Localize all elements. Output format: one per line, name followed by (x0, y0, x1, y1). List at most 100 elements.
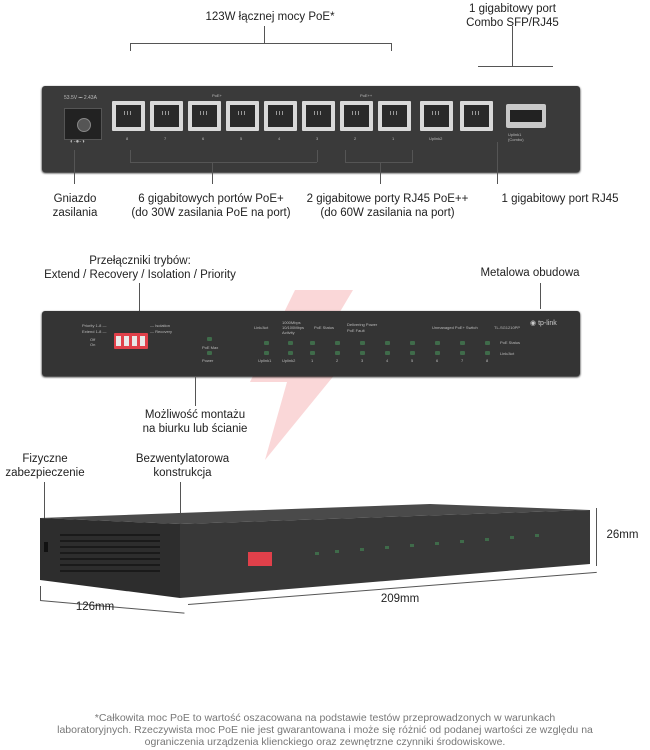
led-port (335, 341, 340, 345)
bracket-line (478, 66, 553, 67)
leader-line (212, 162, 213, 184)
rj45-port-7[interactable] (150, 101, 183, 131)
leader-line (380, 162, 381, 184)
poe-plus-text: PoE+ (212, 93, 222, 98)
legend-delivering: Delivering Power (347, 322, 378, 327)
leader-line (74, 150, 75, 184)
power-text: Power (202, 358, 214, 363)
label-combo-port: 1 gigabitowy port Combo SFP/RJ45 (466, 3, 559, 29)
bracket-line (130, 150, 131, 162)
leader-line (195, 376, 196, 406)
port-number: 7 (164, 136, 167, 141)
led-uplink1-bottom (264, 351, 269, 355)
led-port (485, 341, 490, 345)
power-led (207, 351, 212, 355)
led-port (335, 351, 340, 355)
port-number: 8 (126, 136, 129, 141)
label-fanless: Bezwentylatorowa konstrukcja (135, 453, 230, 479)
poe-max-text: PoE Max (202, 345, 219, 350)
brand-logo: ◉ tp-link (530, 320, 557, 327)
legend-link-act: Link/Act (254, 325, 269, 330)
led-number: 2 (336, 358, 339, 363)
bracket-line (130, 43, 392, 44)
label-mounting: Możliwość montażu na biurku lub ścianie (142, 409, 248, 435)
led-number: 4 (386, 358, 389, 363)
model-text: TL-SG1210PP (494, 325, 521, 330)
legend-poe-fault: PoE Fault (347, 328, 365, 333)
rj45-port-6[interactable] (188, 101, 221, 131)
led-number: 5 (411, 358, 414, 363)
dip-switch-2[interactable] (124, 336, 129, 346)
poe-plusplus-text: PoE++ (360, 93, 373, 98)
bracket-line (130, 162, 317, 163)
legend-10-100: 10/100Mbps (282, 325, 305, 330)
dip-switch-3[interactable] (132, 336, 137, 346)
label-uplink-rj45: 1 gigabitowy port RJ45 (501, 193, 619, 205)
leader-line (44, 482, 45, 522)
leader-line (264, 26, 265, 43)
uplink1-text: Uplink1 (508, 132, 522, 137)
led-port (310, 341, 315, 345)
bracket-line (345, 162, 413, 163)
poe-max-led (207, 337, 212, 341)
dimension-tick (40, 586, 41, 600)
label-poe-plus-ports: 6 gigabitowych portów PoE+ (do 30W zasil… (131, 193, 291, 219)
led-number: 3 (361, 358, 364, 363)
uplink1-label: Uplink1 (258, 358, 272, 363)
label-physical-security: Fizyczne zabezpieczenie (5, 453, 85, 479)
dip-switch-1[interactable] (116, 336, 121, 346)
legend-poe-status: PoE Status (314, 325, 335, 330)
leader-line (497, 142, 498, 184)
leader-line (180, 482, 181, 532)
label-poe-plusplus-ports: 2 gigabitowe porty RJ45 PoE++ (do 60W za… (306, 193, 469, 219)
rj45-port-4[interactable] (264, 101, 297, 131)
rj45-port-8[interactable] (112, 101, 145, 131)
rj45-port-uplink2[interactable] (420, 101, 453, 131)
leader-line (512, 26, 513, 66)
bracket-line (345, 150, 346, 162)
led-port (385, 341, 390, 345)
sfp-slot[interactable] (506, 104, 546, 128)
label-power-socket: Gniazdo zasilania (52, 193, 98, 219)
sfp-slot-opening (510, 110, 542, 122)
dip-switch-block[interactable] (114, 333, 148, 349)
dimension-line-height (596, 508, 597, 566)
uplink2-text: Uplink2 (429, 136, 443, 141)
led-uplink2-top (288, 341, 293, 345)
port-number: 2 (354, 136, 357, 141)
bracket-line (391, 43, 392, 51)
polarity-icon: ◐-●-◑ (70, 139, 85, 145)
led-uplink2-bottom (288, 351, 293, 355)
rj45-port-5[interactable] (226, 101, 259, 131)
rj45-port-1[interactable] (378, 101, 411, 131)
footnote-line-1: *Całkowita moc PoE to wartość oszacowana… (94, 712, 556, 724)
right-link-act: Link/Act (500, 351, 515, 356)
right-poe-status: PoE Status (500, 340, 521, 345)
dip-switch-4[interactable] (140, 336, 145, 346)
led-number: 6 (436, 358, 439, 363)
dim-depth: 126mm (75, 601, 115, 613)
led-port (385, 351, 390, 355)
led-number: 7 (461, 358, 464, 363)
label-mode-switches: Przełączniki trybów: Extend / Recovery /… (44, 255, 236, 281)
tp-link-logo-icon: ◉ (530, 320, 537, 327)
led-port (435, 341, 440, 345)
led-number: 8 (486, 358, 489, 363)
device-title-text: Unmanaged PoE+ Switch (432, 325, 478, 330)
led-port (435, 351, 440, 355)
led-port (360, 341, 365, 345)
rj45-port-3[interactable] (302, 101, 335, 131)
led-port (460, 351, 465, 355)
port-number: 5 (240, 136, 243, 141)
power-jack (64, 108, 102, 140)
rj45-port-uplink1[interactable] (460, 101, 493, 131)
switch-front-panel: Priority 1-8 — Extend 1-8 — Off On — Iso… (42, 311, 580, 376)
leader-line (139, 283, 140, 313)
port-number: 3 (316, 136, 319, 141)
led-number: 1 (311, 358, 314, 363)
bracket-line (130, 43, 131, 51)
dim-height: 26mm (606, 529, 639, 541)
rj45-port-2[interactable] (340, 101, 373, 131)
legend-1000: 1000Mbps (282, 320, 301, 325)
bracket-line (317, 150, 318, 162)
